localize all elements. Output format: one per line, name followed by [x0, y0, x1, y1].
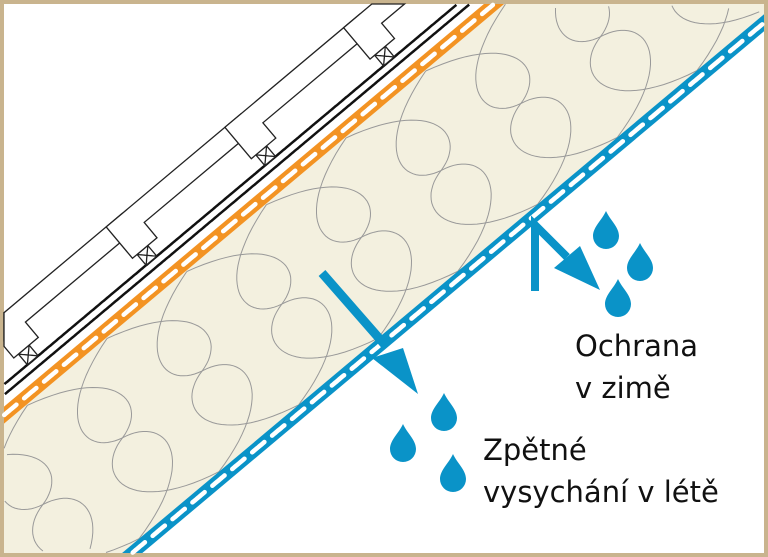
wool-curve [395, 70, 492, 272]
roof-tiles [3, 3, 407, 366]
arrows [318, 215, 600, 394]
summer-label-line1: Zpětné [483, 433, 587, 467]
wool-curve [6, 453, 53, 552]
wool-curve [4, 497, 94, 550]
wool-curve [316, 137, 413, 339]
water-drops [390, 211, 653, 492]
summer-label-line2: vysychání v létě [483, 475, 719, 509]
insulation-wool-pattern [3, 3, 760, 553]
insulation-layer [4, 4, 764, 553]
boarding-line [3, 3, 458, 386]
water-drop-icon [390, 424, 417, 463]
water-drop-icon [605, 279, 631, 317]
batten-cross [26, 345, 30, 365]
winter-label-line2: v zimě [575, 371, 671, 405]
winter-label-line1: Ochrana [575, 329, 698, 363]
water-drop-icon [431, 393, 457, 431]
arrow-icon [531, 215, 600, 291]
wool-curve [236, 204, 333, 406]
wool-curve [475, 3, 572, 205]
boarding-line [4, 3, 470, 396]
wool-curve [3, 405, 28, 449]
wool-curve [696, 8, 730, 71]
water-drop-icon [627, 243, 653, 281]
wool-curve [156, 271, 253, 472]
batten-cross [145, 245, 149, 266]
arrow-icon [318, 270, 418, 394]
vapor-membrane-blue [122, 14, 765, 554]
winter-protection-label: Ochrana v zimě [575, 325, 698, 409]
roof-tile [3, 212, 137, 359]
roof-membrane-dashes [1, 2, 496, 418]
vapor-membrane-dashes [130, 20, 767, 555]
wool-curve [589, 6, 698, 92]
wool-curve [77, 338, 174, 539]
wool-curve [105, 538, 140, 553]
wool-curve [555, 8, 651, 138]
roof-membrane-orange [4, 4, 505, 424]
wool-curve [671, 5, 760, 25]
water-drop-icon [440, 454, 466, 492]
summer-drying-label: Zpětné vysychání v létě [483, 429, 719, 513]
batten-cross [382, 46, 386, 66]
water-drop-icon [593, 211, 619, 249]
roof-tile [342, 3, 407, 61]
batten-cross [264, 145, 268, 166]
